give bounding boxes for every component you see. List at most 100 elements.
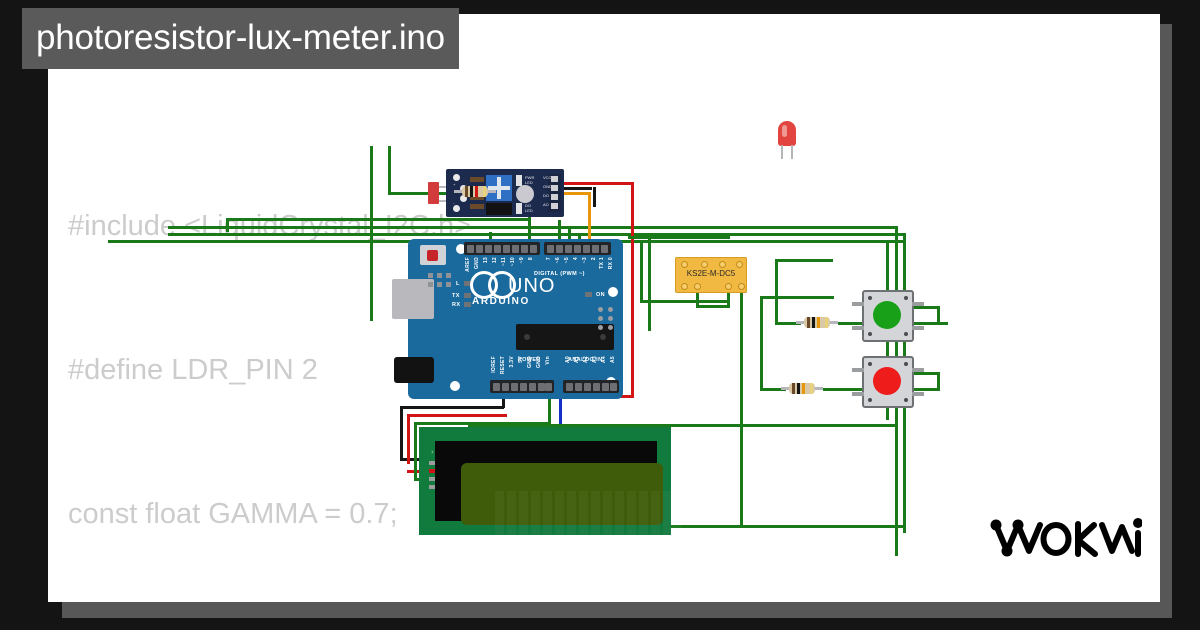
led-label-on: ON [596,292,606,298]
resistor-green-button[interactable] [796,317,838,328]
led-leg-cathode [781,145,783,159]
led-label-tx: TX [452,293,460,299]
button-screw [868,398,872,402]
source-code-text: #include <LiquidCrystal_I2C.h> #define L… [68,106,471,602]
led-on [585,292,592,297]
wire-gbtn-res-h [775,322,801,325]
resistor-body [789,383,815,394]
resistor-red-button[interactable] [781,383,823,394]
lcd-pin-scl [429,485,440,489]
wire-lcd-top-rail [468,424,896,427]
pin-label-10: ~10 [510,257,516,267]
resistor-lead [814,387,823,390]
pin-header[interactable] [548,174,561,212]
smd-pad [470,204,484,209]
wire-i2c-scl-v2 [559,394,562,432]
pin-label-vin: Vin [545,356,551,365]
mount-hole [453,174,460,181]
smd-pad [470,195,484,200]
smd-pad [470,177,484,182]
wire-i2c-sda-v1 [414,422,417,478]
pushbutton-red[interactable] [852,356,924,408]
lcd-screen [461,463,681,541]
led-rx [464,302,471,307]
pin-label-do: DO [543,193,549,198]
wire-i2c-gnd-h1 [400,406,504,409]
wire-i2c-vcc-v1 [407,414,410,464]
terminal-minus [460,195,467,202]
arduino-infinity-logo [470,271,522,299]
wire-rbtn-res-v [760,296,763,390]
pin-label-4: 4 [573,257,579,261]
button-leg [912,302,924,306]
wire-i2c-gnd-v2 [502,394,505,408]
lcd-pin-sda [429,477,440,481]
wire-i2c-gnd-h2 [400,458,434,461]
wire-gbtn-res-right [838,322,864,325]
reset-button[interactable] [420,245,446,265]
wire-ldr-gnd-h [564,187,592,190]
pushbutton-green[interactable] [852,290,924,342]
usb-connector [392,279,434,319]
wire-i2c-vcc-h1 [407,414,507,417]
digital-header-left[interactable] [464,242,540,255]
relay-pad [719,261,726,268]
project-filename: photoresistor-lux-meter.ino [36,18,445,57]
pin-label-gnd: GND [474,257,480,270]
terminal-plus-label: + [453,182,456,187]
power-jack [394,357,434,383]
photoresistor-cell [428,182,439,204]
relay-pad [736,261,743,268]
comparator-ic [486,203,512,215]
band-4 [810,383,813,394]
wire-ldr-gnd-v [593,187,596,207]
wire-i2c-sda-v2 [548,394,551,424]
arduino-wordmark: ARDUINO [472,296,530,307]
wire-side-drop-1h [640,300,730,303]
wire-relay-p4 [740,290,743,528]
wire-ldr-ao-v1 [588,192,591,214]
icsp2-pad [437,273,442,278]
digital-header-right[interactable] [544,242,611,255]
power-header[interactable] [490,380,554,393]
lcd1602-display[interactable]: 1 GND VCC SDA SCL [419,427,681,541]
wire-rail-b [168,226,898,229]
resistor-led[interactable] [454,186,496,197]
button-screw [904,398,908,402]
do-led [516,203,522,214]
pin-label-13: 13 [483,257,489,264]
icsp-pad [598,316,603,321]
project-filename-chip: photoresistor-lux-meter.ino [22,8,459,69]
wire-rbtn-res-right [823,388,864,391]
wire-rbtn-res-h [760,388,786,391]
pin-ao [551,203,558,209]
relay-module[interactable]: KS2E-M-DC5 [675,257,747,293]
pin-label-gnd: GND [543,184,552,189]
icsp2-pad [446,282,451,287]
led-label-l: L [456,281,460,287]
wire-d-pin-3 [568,226,571,246]
resistor-lead [487,190,496,193]
icsp2-pad [437,282,442,287]
arduino-uno-board[interactable]: AREF GND 13 12 ~11 ~10 ~9 8 7 ~6 ~5 4 ~3… [392,239,623,399]
band-4 [825,317,828,328]
button-screw [868,362,872,366]
band-3 [802,383,805,394]
led-l [464,281,471,286]
button-leg [912,392,924,396]
wire-d-pin-2 [558,220,561,246]
wire-gbtn-out-v [937,306,940,324]
led-red[interactable] [778,121,796,159]
band-1 [807,317,810,328]
mount-hole [453,205,460,212]
pin-label-6: ~6 [555,257,561,264]
pin-label-aref: AREF [465,257,471,272]
potentiometer[interactable] [486,175,512,201]
wire-side-drop-1 [640,240,643,302]
power-header-label: POWER [518,357,541,363]
pin-label-reset: RESET [500,356,506,375]
analog-header[interactable] [563,380,619,393]
